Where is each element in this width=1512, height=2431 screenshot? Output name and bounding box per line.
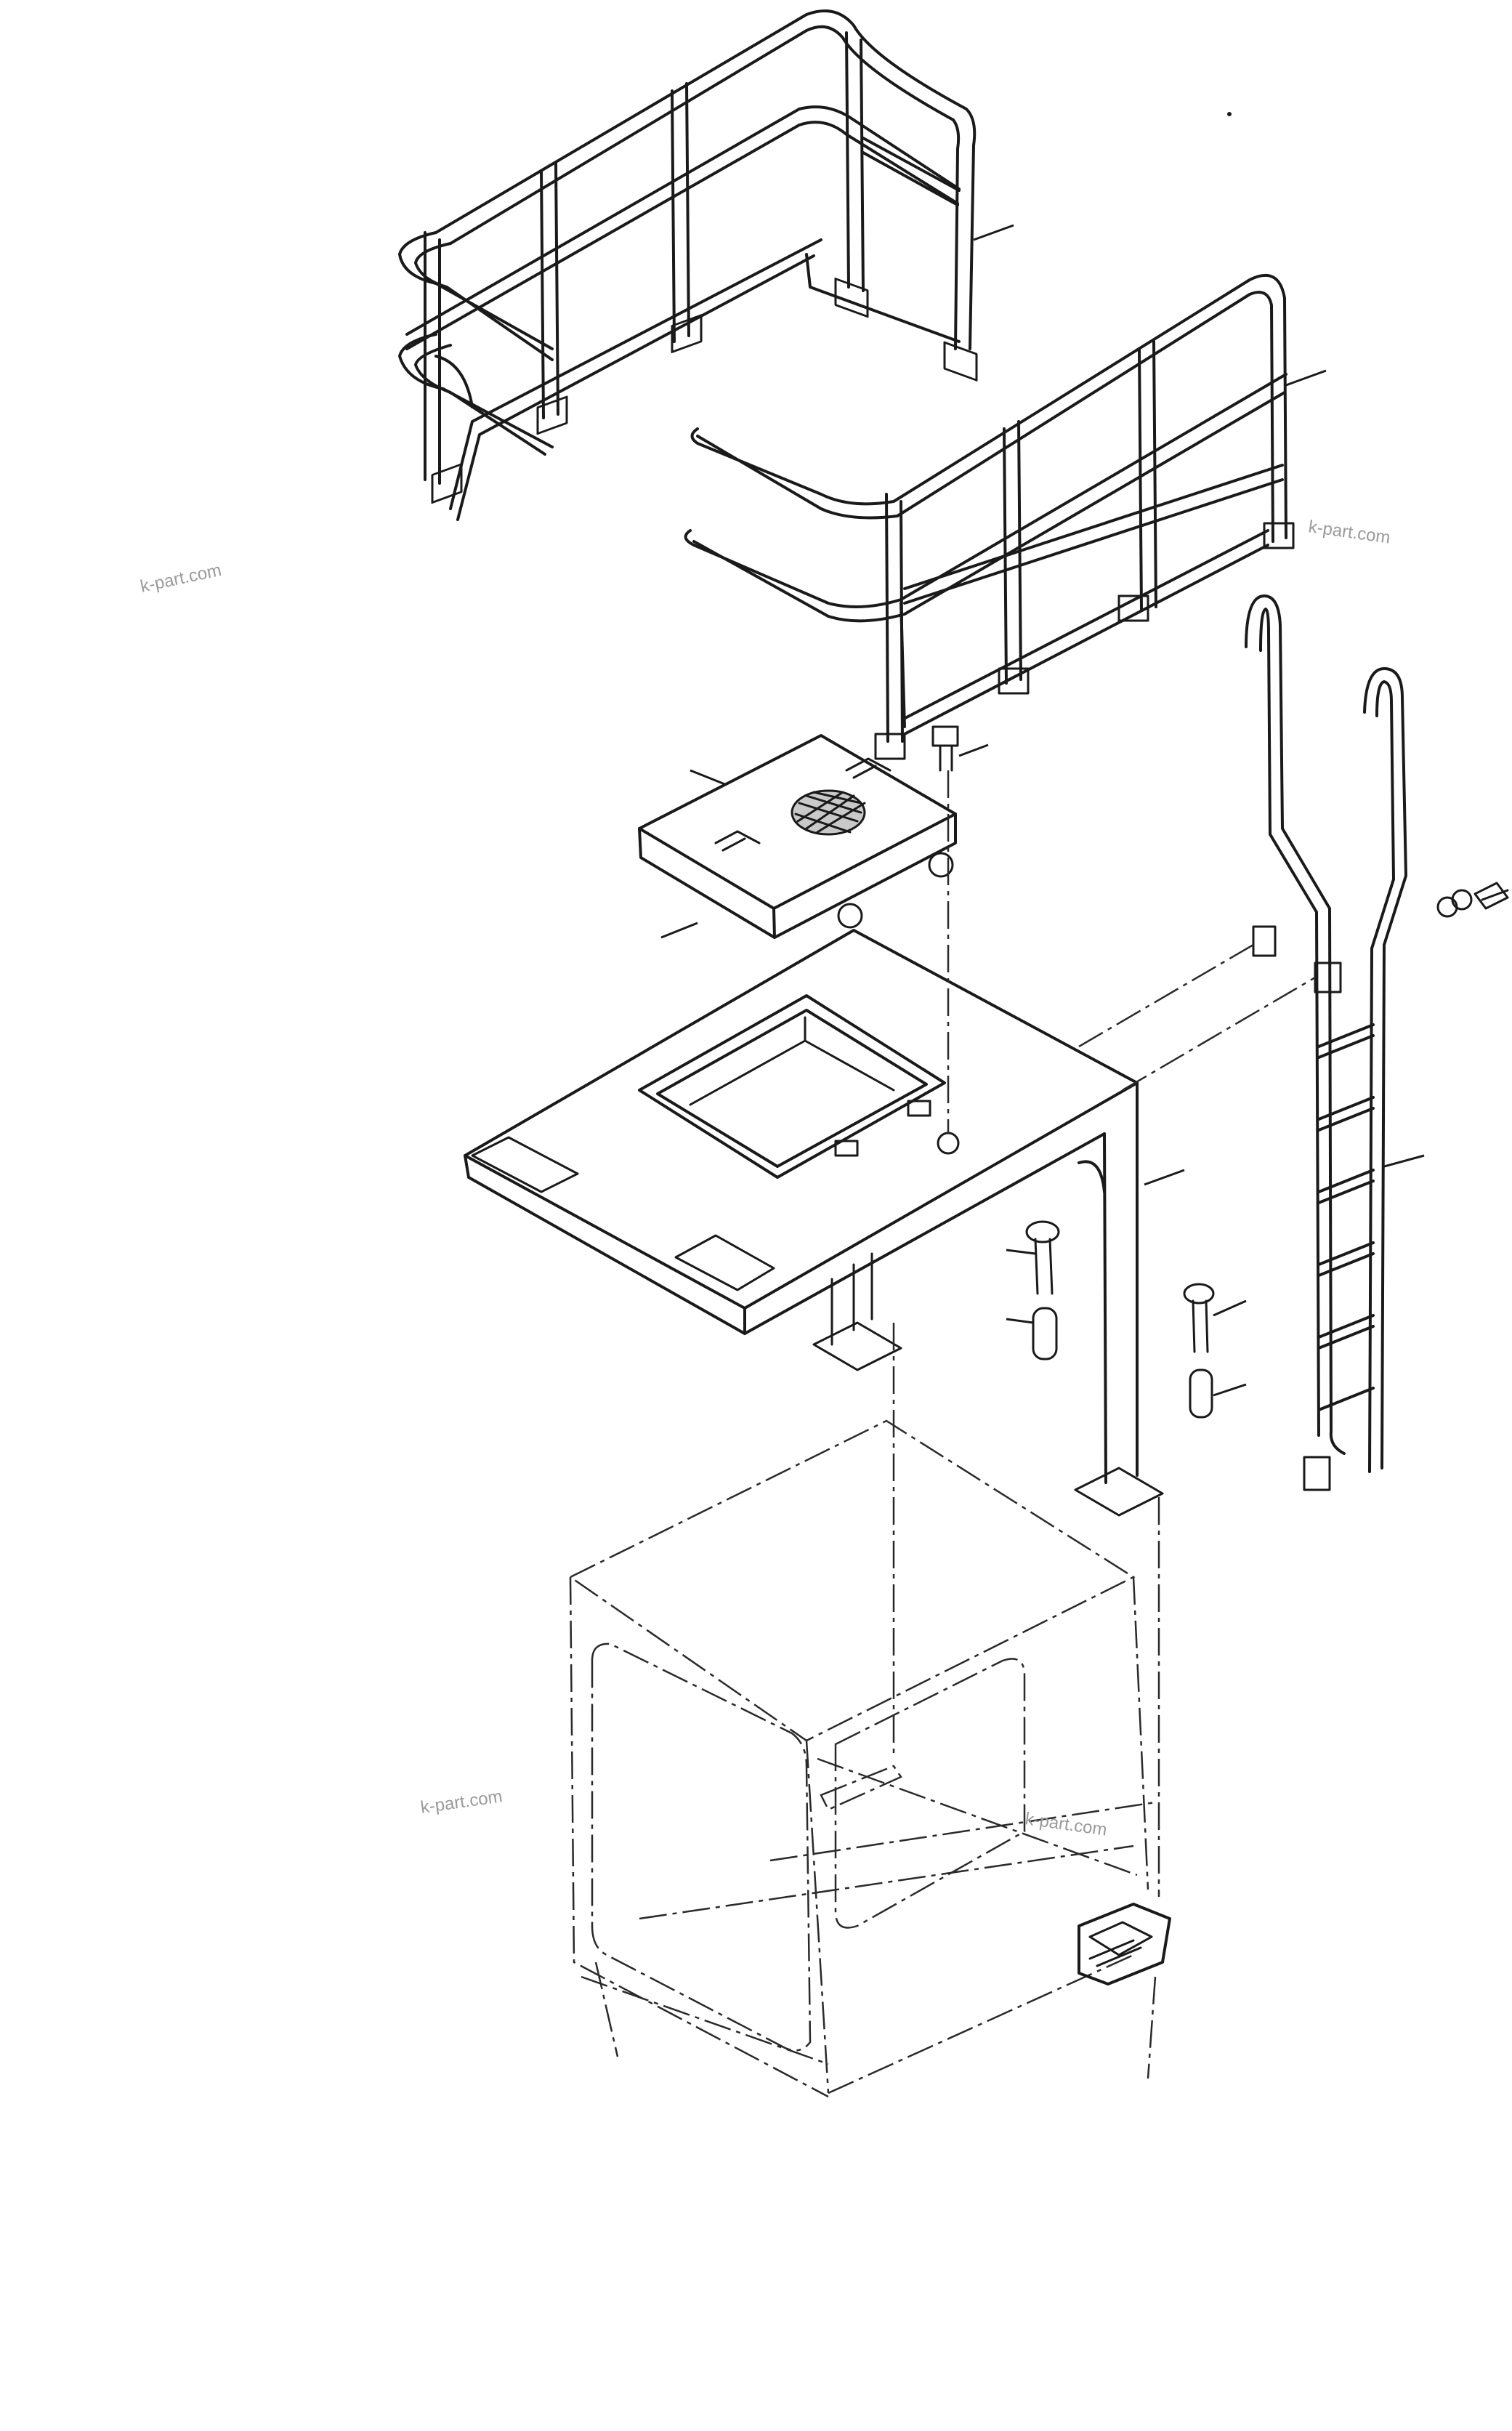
bolt-upper bbox=[931, 725, 989, 772]
bolts-spacers bbox=[1006, 1220, 1247, 1419]
handrail-right bbox=[684, 273, 1327, 760]
cab-outline bbox=[568, 1419, 1149, 2098]
seat-plate bbox=[638, 734, 957, 939]
platform-stand bbox=[464, 929, 1185, 1517]
handrail-left bbox=[398, 9, 1014, 521]
bolt-washers bbox=[1436, 882, 1509, 918]
alignment-lines bbox=[639, 770, 1316, 1920]
stray-dot bbox=[1227, 112, 1232, 116]
ladder bbox=[1245, 594, 1425, 1491]
watermark-4: k-part.com bbox=[1024, 1809, 1108, 1840]
watermark-1: k-part.com bbox=[139, 560, 223, 597]
step-bracket bbox=[1078, 1903, 1171, 2079]
watermark-3: k-part.com bbox=[419, 1786, 504, 1818]
watermark-2: k-part.com bbox=[1307, 517, 1391, 548]
